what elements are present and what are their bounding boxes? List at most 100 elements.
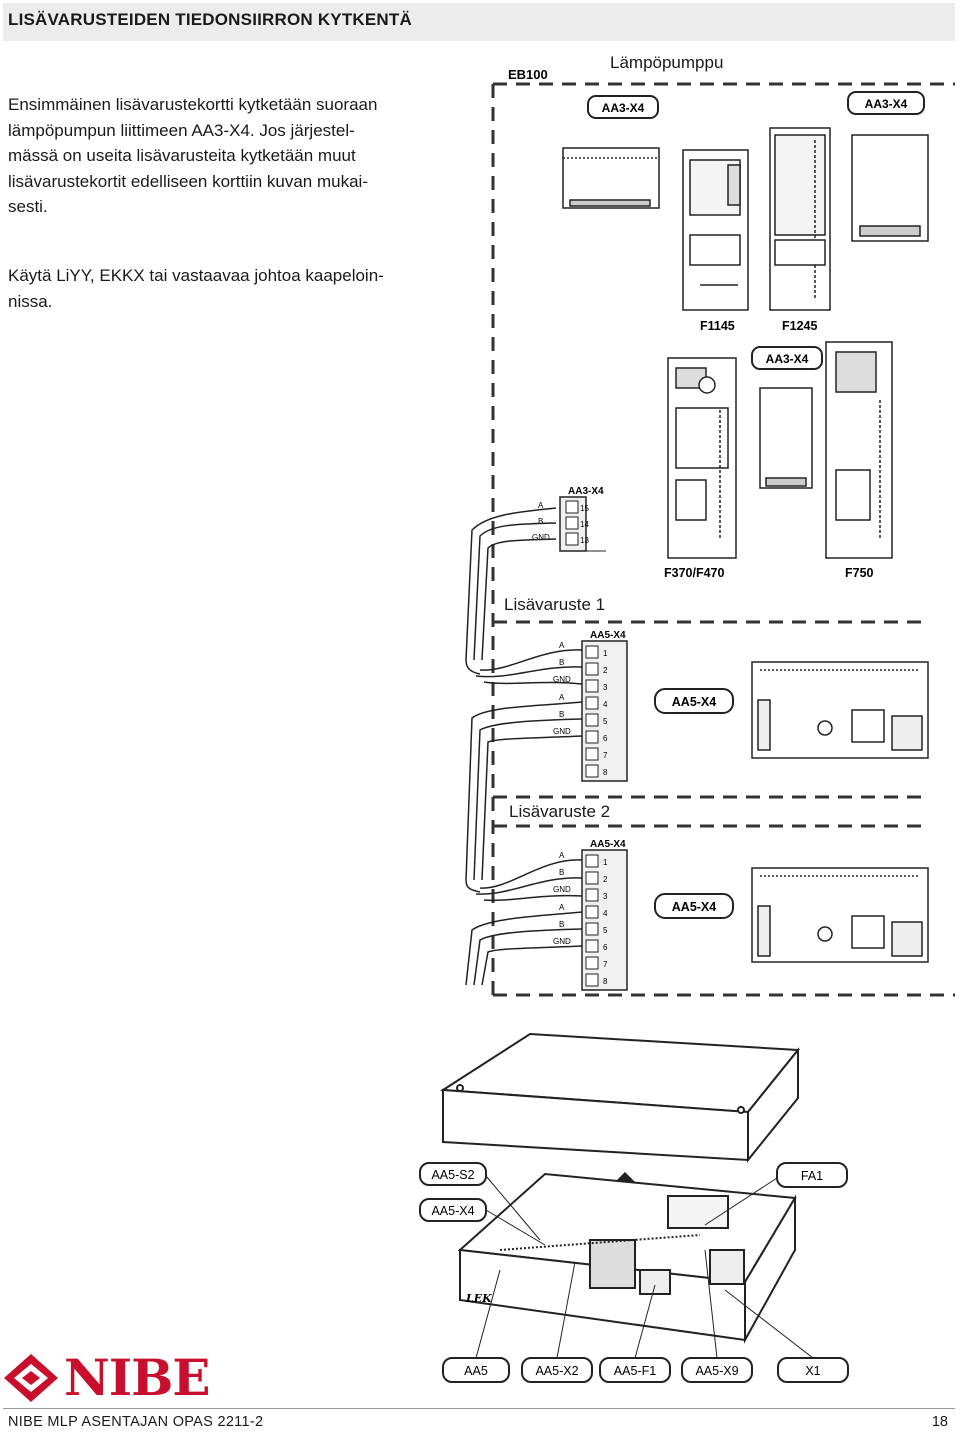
heatpump-board-mid [759, 387, 813, 489]
svg-text:15: 15 [580, 504, 589, 513]
svg-text:GND: GND [532, 533, 550, 542]
nibe-logo: NIBE [2, 1348, 242, 1407]
page-title: LISÄVARUSTEIDEN TIEDONSIIRRON KYTKENTÄ [8, 10, 412, 29]
svg-text:B: B [559, 710, 564, 719]
aa3-x4-callout-3: AA3-X4 [751, 346, 823, 370]
aa3-x4-callout-1: AA3-X4 [587, 95, 659, 119]
cable-paragraph: Käytä LiYY, EKKX tai vastaavaa johtoa ka… [8, 263, 478, 314]
cable-line: nissa. [8, 291, 53, 311]
heatpump-unit-f1145 [682, 149, 749, 311]
svg-text:GND: GND [553, 885, 571, 894]
heatpump-label: Lämpöpumppu [610, 53, 724, 72]
svg-text:AA3-X4: AA3-X4 [865, 97, 908, 111]
svg-text:AA5-X4: AA5-X4 [590, 839, 626, 850]
page-number: 18 [931, 1414, 948, 1430]
accessory-board-1 [751, 661, 929, 759]
footer-divider [3, 1408, 955, 1409]
cable-line: Käytä LiYY, EKKX tai vastaavaa johtoa ka… [8, 266, 384, 285]
svg-text:GND: GND [553, 937, 571, 946]
svg-text:AA3-X4: AA3-X4 [568, 486, 604, 497]
svg-text:4: 4 [603, 700, 608, 709]
nibe-wordmark: NIBE [64, 1348, 210, 1407]
svg-text:AA5-X4: AA5-X4 [431, 1204, 474, 1218]
heatpump-unit-f750 [825, 341, 893, 559]
svg-text:8: 8 [603, 768, 608, 777]
svg-text:6: 6 [603, 943, 608, 952]
callout-aa5-x4: AA5-X4 [419, 1198, 546, 1246]
accessory-2-label: Lisävaruste 2 [509, 802, 611, 821]
svg-text:AA3-X4: AA3-X4 [766, 352, 809, 366]
intro-line: lämpöpumpun liittimeen AA3-X4. Jos järje… [8, 120, 355, 140]
header-band [3, 3, 955, 41]
callout-aa5-x2: AA5-X2 [521, 1261, 593, 1383]
svg-text:6: 6 [603, 734, 608, 743]
svg-text:A: A [559, 851, 565, 860]
callout-aa5-s2: AA5-S2 [419, 1162, 541, 1241]
heatpump-frame [491, 82, 955, 997]
svg-text:GND: GND [553, 727, 571, 736]
intro-line: mässä on useita lisävarusteita kytketään… [8, 146, 356, 165]
heatpump-unit-f1245 [769, 127, 831, 311]
accessory-board-2 [751, 867, 929, 963]
svg-text:13: 13 [580, 536, 589, 545]
intro-paragraph: Ensimmäinen lisävarustekortti kytketään … [8, 92, 478, 220]
svg-text:GND: GND [553, 675, 571, 684]
svg-text:14: 14 [580, 520, 589, 529]
aa5-x4-terminal-1: AA5-X4 1 2 3 4 5 6 7 8 A B GND A B GND [553, 630, 628, 782]
enclosure-base [457, 1172, 797, 1344]
svg-text:7: 7 [603, 751, 608, 760]
model-label: F750 [845, 566, 874, 580]
svg-text:2: 2 [603, 875, 608, 884]
svg-text:5: 5 [603, 926, 608, 935]
svg-text:AA3-X4: AA3-X4 [602, 101, 645, 115]
svg-text:2: 2 [603, 666, 608, 675]
svg-text:FA1: FA1 [801, 1169, 823, 1183]
enclosure-lid [439, 1032, 800, 1163]
intro-line: Ensimmäinen lisävarustekortti kytketään … [8, 95, 378, 114]
svg-text:AA5-X4: AA5-X4 [590, 630, 626, 641]
svg-text:AA5-X9: AA5-X9 [695, 1364, 738, 1378]
model-label: F1245 [782, 319, 817, 333]
svg-text:B: B [559, 920, 564, 929]
svg-text:AA5-X4: AA5-X4 [672, 695, 717, 709]
svg-text:AA5-X2: AA5-X2 [535, 1364, 578, 1378]
svg-text:8: 8 [603, 977, 608, 986]
svg-text:AA5-S2: AA5-S2 [431, 1168, 474, 1182]
svg-text:4: 4 [603, 909, 608, 918]
callout-aa5-f1: AA5-F1 [599, 1284, 671, 1383]
callout-fa1: FA1 [704, 1162, 848, 1226]
model-label: F1145 [700, 319, 735, 333]
footer-doc-title: NIBE MLP ASENTAJAN OPAS 2211-2 [8, 1414, 264, 1430]
callout-aa5-x9: AA5-X9 [681, 1249, 753, 1383]
svg-text:AA5: AA5 [464, 1364, 488, 1378]
svg-text:1: 1 [603, 649, 608, 658]
eb100-label: EB100 [508, 67, 548, 82]
aa5-x4-terminal-2: AA5-X4 1 2 3 4 5 6 7 8 A B GND A B GND [553, 839, 628, 991]
box-brand: LEK [465, 1292, 492, 1305]
svg-text:B: B [559, 868, 564, 877]
svg-text:3: 3 [603, 892, 608, 901]
aa5-x4-callout-1: AA5-X4 [654, 688, 734, 714]
intro-line: lisävarustekortit edelliseen korttiin ku… [8, 171, 368, 191]
svg-text:AA5-F1: AA5-F1 [614, 1364, 656, 1378]
heatpump-board-top-left [562, 147, 660, 209]
svg-text:A: A [559, 903, 565, 912]
svg-text:B: B [538, 517, 543, 526]
svg-text:5: 5 [603, 717, 608, 726]
svg-text:3: 3 [603, 683, 608, 692]
aa3-x4-callout-2: AA3-X4 [847, 91, 925, 115]
cable [465, 507, 583, 986]
svg-text:A: A [538, 501, 544, 510]
svg-text:A: A [559, 641, 565, 650]
accessory-1-label: Lisävaruste 1 [504, 595, 606, 614]
intro-line: sesti. [8, 197, 48, 216]
nibe-diamond-icon [4, 1354, 58, 1402]
svg-text:X1: X1 [805, 1364, 820, 1378]
svg-text:7: 7 [603, 960, 608, 969]
model-label: F370/F470 [664, 566, 725, 580]
heatpump-board-top-right [851, 134, 929, 242]
svg-text:AA5-X4: AA5-X4 [672, 900, 717, 914]
svg-text:B: B [559, 658, 564, 667]
svg-text:1: 1 [603, 858, 608, 867]
